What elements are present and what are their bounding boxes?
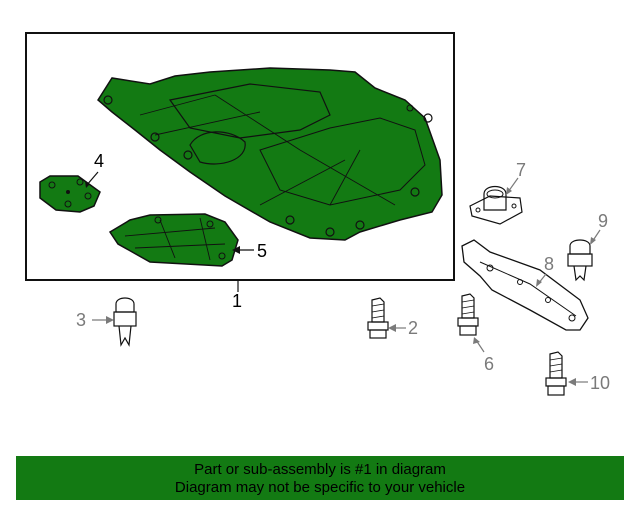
callout-6: 6 (484, 354, 494, 374)
push-clip-part-3[interactable] (113, 297, 137, 347)
small-side-cover[interactable] (39, 175, 101, 213)
bolt-part-10[interactable] (545, 351, 567, 396)
callout-8: 8 (544, 254, 554, 274)
callout-9: 9 (598, 211, 608, 231)
diagram-notice-banner: Part or sub-assembly is #1 in diagram Di… (16, 456, 624, 500)
callout-8-arrow (536, 279, 542, 287)
callout-1: 1 (232, 291, 242, 311)
notice-line-1: Part or sub-assembly is #1 in diagram (194, 461, 446, 478)
engine-under-cover[interactable] (97, 67, 443, 241)
bolt-part-6[interactable] (457, 293, 479, 336)
push-clip-part-9[interactable] (567, 239, 593, 282)
callout-6-arrow (473, 337, 480, 344)
notice-line-2: Diagram may not be specific to your vehi… (174, 479, 466, 496)
support-bracket-part-8[interactable] (461, 239, 589, 331)
callout-2-arrow (388, 324, 396, 332)
callout-10-arrow (568, 378, 576, 386)
callout-7-arrow (506, 187, 512, 195)
callout-5: 5 (257, 241, 267, 261)
callout-2: 2 (408, 318, 418, 338)
callout-10: 10 (590, 373, 610, 393)
assembly-frame (25, 32, 455, 281)
callout-4: 4 (94, 151, 104, 171)
callout-9-arrow (590, 237, 596, 245)
callout-7: 7 (516, 160, 526, 180)
callout-5-arrow (232, 246, 240, 254)
callout-3-arrow (106, 316, 114, 324)
mount-bracket-part-7[interactable] (469, 185, 523, 225)
bolt-part-2[interactable] (367, 297, 389, 339)
callout-3: 3 (76, 310, 86, 330)
callout-4-arrow (85, 181, 90, 188)
lower-shield-cover[interactable] (108, 213, 239, 267)
